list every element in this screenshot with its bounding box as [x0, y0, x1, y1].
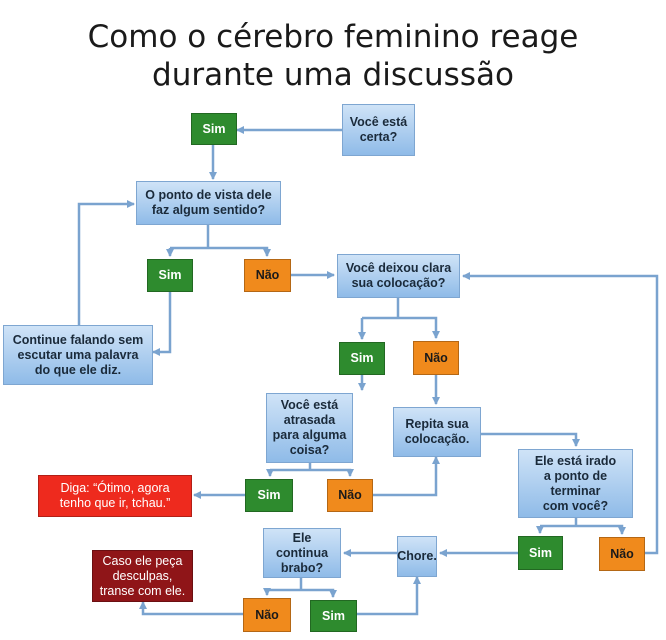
node-ponto-de-vista: O ponto de vista dele faz algum sentido? — [136, 181, 281, 225]
node-sim-6: Sim — [310, 600, 357, 632]
arrow-continue-to-ponto — [77, 200, 135, 325]
arrow-sim-to-continue — [152, 292, 172, 356]
node-sim-4: Sim — [245, 479, 293, 512]
arrow-nao-to-clara-loop — [462, 272, 659, 555]
arrow-ponto-to-nao — [170, 246, 271, 257]
arrow-brabo-to-sim — [267, 588, 337, 598]
node-nao-3: Não — [413, 341, 459, 375]
node-sim-2: Sim — [147, 259, 193, 292]
node-chore: Chore. — [397, 536, 437, 577]
node-nao-6: Não — [243, 598, 291, 632]
arrow-nao-to-repita — [373, 456, 440, 497]
arrow-sim-to-chore — [357, 576, 421, 616]
node-continue-falando: Continue falando sem escutar uma palavra… — [3, 325, 153, 385]
node-nao-2: Não — [244, 259, 291, 292]
node-deixou-clara: Você deixou clara sua colocação? — [337, 254, 460, 298]
node-atrasada: Você está atrasada para alguma coisa? — [266, 393, 353, 463]
arrow-clara-to-nao — [362, 316, 440, 339]
node-caso-peca: Caso ele peça desculpas, transe com ele. — [92, 550, 193, 602]
node-nao-4: Não — [327, 479, 373, 512]
node-sim-3: Sim — [339, 342, 385, 375]
arrow-repita-to-irado — [481, 432, 580, 447]
node-voce-esta-certa: Você está certa? — [342, 104, 415, 156]
node-repita: Repita sua colocação. — [393, 407, 481, 457]
node-sim-5: Sim — [518, 536, 563, 570]
title-line-1: Como o cérebro feminino reage — [87, 19, 579, 55]
arrow-irado-to-nao — [540, 524, 626, 535]
node-diga-otimo: Diga: “Ótimo, agora tenho que ir, tchau.… — [38, 475, 192, 517]
title-line-2: durante uma discussão — [152, 57, 514, 93]
node-continua-brabo: Ele continua brabo? — [263, 528, 341, 578]
node-nao-5: Não — [599, 537, 645, 571]
arrow-nao-to-caso — [139, 601, 243, 616]
node-irado: Ele está irado a ponto de terminar com v… — [518, 449, 633, 518]
diagram-title: Como o cérebro feminino reage durante um… — [0, 18, 666, 94]
node-sim-top: Sim — [191, 113, 237, 145]
arrow-atrasada-to-nao — [270, 468, 354, 477]
